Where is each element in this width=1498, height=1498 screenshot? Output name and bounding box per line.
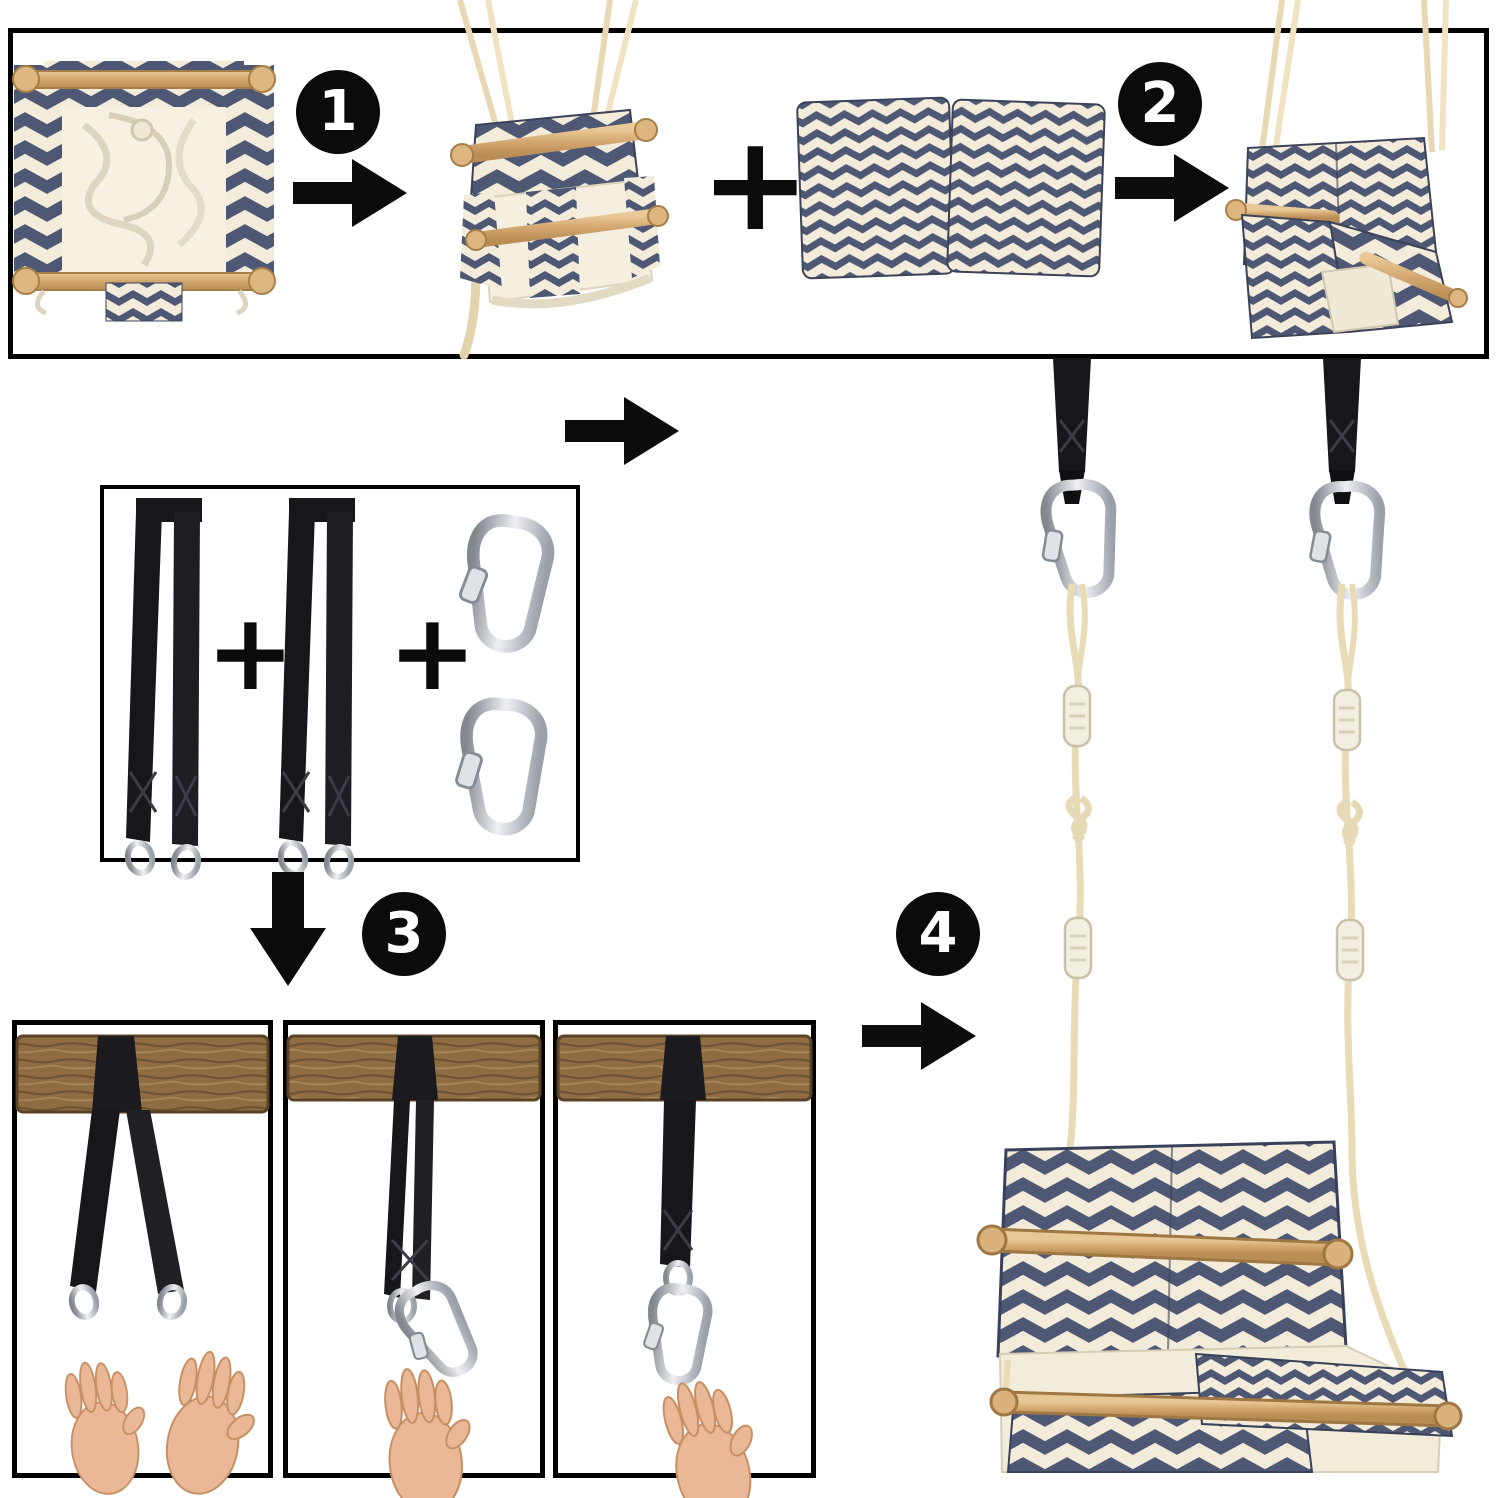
step-number-badge: 1 [296,70,380,154]
step-number-badge: 3 [362,892,446,976]
panel-swing-assembly-steps [8,28,1489,359]
plus-icon: + [388,591,477,714]
panel-branch-step-c [553,1020,816,1478]
plus-icon: + [206,591,295,714]
arrow-down-icon [250,872,326,986]
panel-branch-step-a [12,1020,273,1478]
step-number-badge: 2 [1118,62,1202,146]
final-assembled-swing-photo [976,358,1463,1473]
step-number-badge: 4 [896,892,980,976]
plus-icon: + [700,107,811,261]
arrow-right-icon [565,397,679,465]
panel-branch-step-b [283,1020,545,1478]
arrow-right-icon [862,1002,976,1070]
panel-straps-and-carabiners [100,485,580,862]
